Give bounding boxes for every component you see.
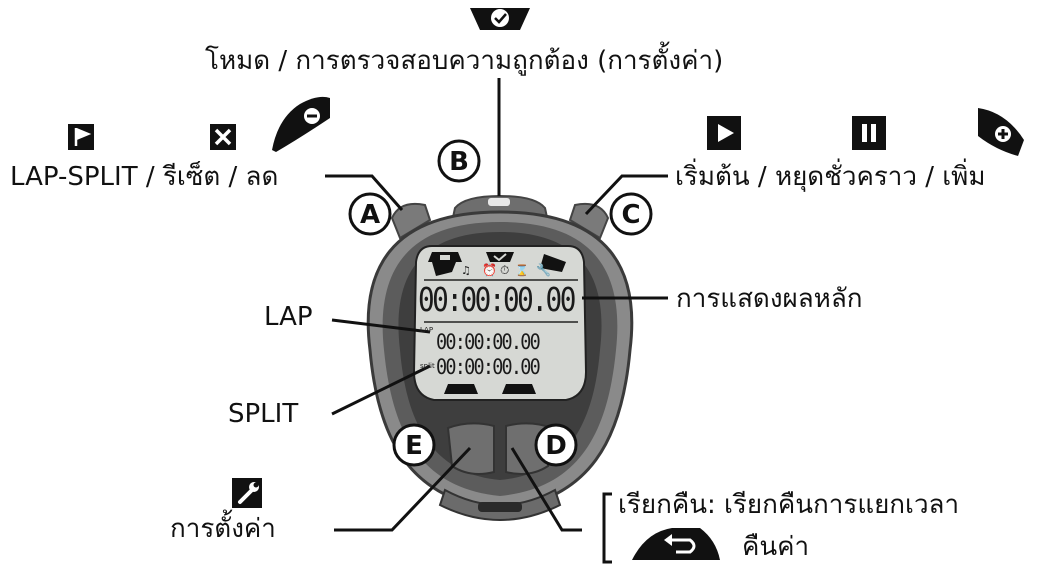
lanyard-slot <box>478 502 522 512</box>
main-display-label: การแสดงผลหลัก <box>676 284 863 314</box>
screen-alarm-icon: ⏰ <box>482 262 497 277</box>
button-d-label[interactable]: D <box>534 423 578 467</box>
pause-icon <box>852 116 886 150</box>
minus-icon <box>272 96 330 152</box>
plus-icon <box>978 108 1024 156</box>
recall-label: เรียกคืน: เรียกคืนการแยกเวลา <box>618 490 960 520</box>
button-c-label[interactable]: C <box>609 192 653 236</box>
button-a-label[interactable]: A <box>348 192 392 236</box>
split-time-digits: 00:00:00.00 <box>436 355 541 379</box>
recall-bracket <box>602 492 612 564</box>
wrench-icon <box>232 478 262 508</box>
split-tag: split <box>420 362 435 370</box>
screen-plus-tab <box>540 254 566 272</box>
split-label: SPLIT <box>228 399 299 429</box>
leader-lap <box>331 318 431 334</box>
lcd-screen <box>412 245 588 401</box>
screen-bell-icon: ♫ <box>461 264 471 277</box>
button-labels: A B C E D <box>348 139 653 467</box>
settings-label: การตั้งค่า <box>170 514 276 544</box>
main-time-digits: 00:00:00.00 <box>418 280 576 319</box>
button-c-housing[interactable] <box>568 202 610 240</box>
button-b-label[interactable]: B <box>437 139 481 183</box>
leader-split <box>331 364 431 416</box>
button-c-letter: C <box>621 200 640 230</box>
button-e-housing[interactable] <box>446 422 495 475</box>
leader-lap-split <box>325 174 404 211</box>
screen-minus-tab <box>432 262 456 276</box>
lap-label: LAP <box>264 302 313 332</box>
lap-time-digits: 00:00:00.00 <box>436 330 541 354</box>
start-pause-plus-label: เริ่มต้น / หยุดชั่วคราว / เพิ่ม <box>675 162 986 192</box>
button-b-letter: B <box>449 147 469 177</box>
mode-label: โหมด / การตรวจสอบความถูกต้อง (การตั้งค่า… <box>205 46 724 76</box>
button-e-label[interactable]: E <box>392 423 436 467</box>
leader-settings <box>334 446 472 532</box>
screen-undo-tab <box>502 384 536 394</box>
screen-check-tab <box>486 252 514 262</box>
lap-split-reset-label: LAP-SPLIT / รีเซ็ต / ลด <box>10 162 279 192</box>
button-a-housing[interactable] <box>390 202 432 240</box>
screen-check-icon <box>493 253 507 262</box>
button-e-letter: E <box>405 431 423 461</box>
x-icon <box>210 124 236 150</box>
undo-icon <box>632 528 720 560</box>
flag-icon <box>68 124 94 150</box>
battery-icon <box>440 255 450 260</box>
screen-timer-icon: ⏱ <box>500 263 509 277</box>
screen-hourglass-icon: ⌛ <box>515 264 529 277</box>
play-icon <box>707 116 741 150</box>
button-a-letter: A <box>360 200 380 230</box>
screen-wrench-tab <box>444 384 478 394</box>
button-b-top[interactable] <box>488 198 510 206</box>
leader-lines <box>325 78 668 532</box>
check-icon <box>470 8 530 30</box>
restore-label: คืนค่า <box>742 532 810 562</box>
screen-wrench-icon: 🔧 <box>536 262 551 277</box>
leader-start <box>584 174 668 216</box>
lap-tag: LAP <box>420 326 434 334</box>
leader-recall <box>510 447 582 532</box>
button-d-letter: D <box>545 431 567 461</box>
